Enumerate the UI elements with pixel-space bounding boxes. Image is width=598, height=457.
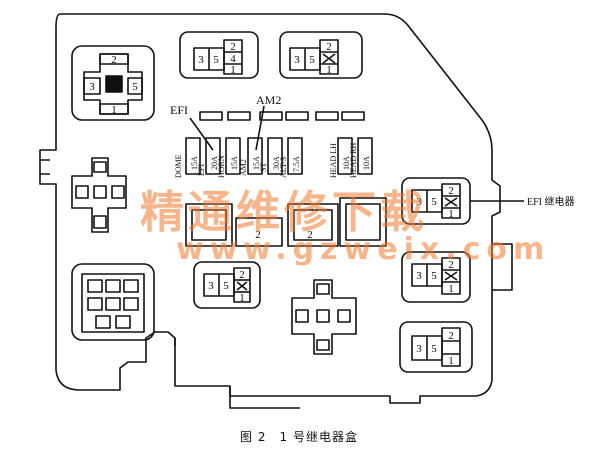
pin-label: 2 bbox=[255, 229, 261, 241]
pin-label: 1 bbox=[448, 283, 454, 295]
pin-label: 1 bbox=[448, 208, 454, 220]
pin-label: 3 bbox=[89, 81, 95, 93]
fuse-head-rh bbox=[357, 137, 373, 175]
pin-label: 2 bbox=[239, 269, 245, 281]
fuse-name: EFI bbox=[197, 164, 206, 176]
fuse-efi bbox=[205, 137, 221, 175]
fuse-horn bbox=[225, 137, 241, 175]
fuse-rating: 15A bbox=[230, 156, 239, 170]
relay-socket-left-mid bbox=[71, 157, 127, 233]
pin-label: 2 bbox=[307, 229, 313, 241]
fuse-rating: 10A bbox=[362, 156, 371, 170]
pin-label: 3 bbox=[208, 280, 214, 292]
pin-label: 5 bbox=[132, 81, 138, 93]
fuse-name: ALT-S bbox=[279, 157, 288, 178]
relay-socket-lower-centre bbox=[291, 279, 357, 355]
fuse-head-lh bbox=[337, 137, 353, 175]
pin-label: 5 bbox=[431, 343, 437, 355]
relay-block-right-low bbox=[399, 321, 473, 373]
pin-label: 5 bbox=[309, 54, 315, 66]
pin-label: 3 bbox=[416, 270, 422, 282]
pin-label: 3 bbox=[416, 343, 422, 355]
pin-label: 1 bbox=[448, 355, 454, 367]
relay-block-centre bbox=[193, 261, 261, 309]
pin-label: 2 bbox=[230, 41, 236, 53]
pin-label: 3 bbox=[294, 54, 300, 66]
callout-efi: EFI bbox=[170, 103, 188, 117]
pin-label: 5 bbox=[223, 280, 229, 292]
pin-label: 2 bbox=[111, 54, 117, 66]
pin-label: 2 bbox=[326, 41, 332, 53]
pin-label: 4 bbox=[230, 53, 236, 65]
fuse-rating: 15A bbox=[190, 156, 199, 170]
pin-label: 3 bbox=[198, 54, 204, 66]
pin-label: 3 bbox=[416, 196, 422, 208]
pin-label: 1 bbox=[326, 64, 332, 76]
callout-efi-relay: EFI 继电器 bbox=[527, 195, 575, 208]
relay-block-top-2 bbox=[279, 31, 363, 79]
watermark-url: www.gzweix.com bbox=[176, 232, 551, 267]
pin-label: 5 bbox=[431, 196, 437, 208]
fuse-labels: DOME 15A EFI 20A HORN 15A AM2 15A ST 30A… bbox=[174, 142, 371, 178]
relay-base-mid-4 bbox=[339, 197, 387, 247]
figure-caption: 图 2 1 号继电器盒 bbox=[240, 430, 358, 444]
pin-label: 5 bbox=[431, 270, 437, 282]
relay-block-right-mid bbox=[401, 251, 471, 303]
fuse-rating: 20A bbox=[210, 156, 219, 170]
pin-label: 2 bbox=[448, 330, 454, 342]
pin-label: 2 bbox=[448, 185, 454, 197]
callout-am2: AM2 bbox=[256, 93, 281, 107]
pin-label: 5 bbox=[213, 54, 219, 66]
fuse-am2 bbox=[247, 137, 263, 175]
fuse-name: HEAD LH bbox=[329, 143, 338, 178]
housing-outline bbox=[39, 13, 501, 404]
fuse-rating: 10A bbox=[342, 156, 351, 170]
relay-base-mid-1 bbox=[185, 203, 233, 247]
fuse-alts bbox=[287, 137, 303, 175]
pin-label: 1 bbox=[239, 292, 245, 304]
pin-label: 2 bbox=[448, 259, 454, 271]
fuse-name: HEAD RH bbox=[349, 142, 358, 178]
relay-block-top-1 bbox=[179, 31, 259, 79]
relay-base-mid-3 bbox=[287, 203, 339, 247]
relay-base-mid-2 bbox=[235, 217, 283, 247]
fuse-dome bbox=[185, 137, 201, 175]
bottom-notch-a bbox=[229, 386, 300, 409]
fuse-name: ST bbox=[259, 163, 268, 172]
callouts: EFI AM2 bbox=[170, 93, 281, 117]
fuse-rating: 30A bbox=[272, 156, 281, 170]
right-tab bbox=[492, 243, 513, 291]
relay-block-left bbox=[71, 45, 155, 121]
fuse-name: HORN bbox=[217, 155, 226, 178]
fuse-name: AM2 bbox=[239, 159, 248, 176]
connector-lower-left bbox=[71, 263, 155, 341]
pin-label: 1 bbox=[230, 64, 236, 76]
fuse-st bbox=[267, 137, 283, 175]
pin-label: 1 bbox=[111, 104, 117, 116]
watermark-cn: 精通维修下载 bbox=[140, 187, 428, 238]
fuse-rating: 15A bbox=[252, 156, 261, 170]
fuse-rating: 7.5A bbox=[292, 156, 301, 172]
fuse-name: DOME bbox=[174, 154, 183, 178]
pin-numbers: 2 3 5 1 3 5 2 4 1 3 5 2 1 2 2 3 5 2 1 3 … bbox=[89, 41, 454, 367]
left-slot bbox=[40, 159, 50, 175]
